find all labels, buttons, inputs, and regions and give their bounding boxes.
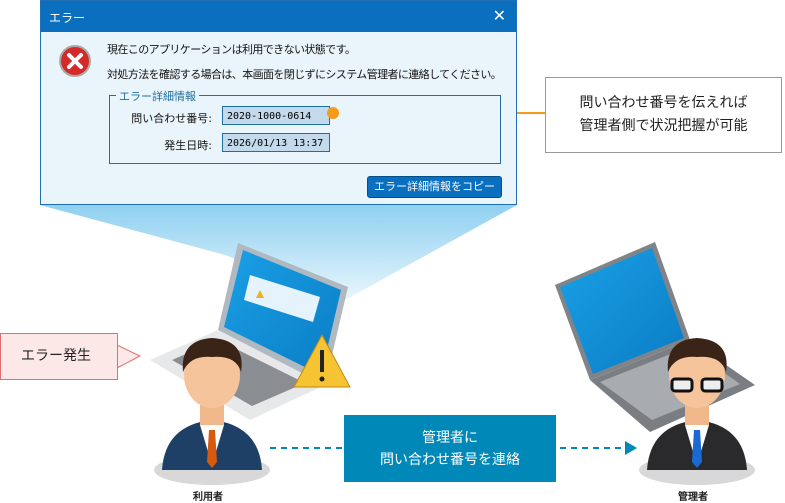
dialog-title: エラー xyxy=(49,11,86,25)
contact-admin-box: 管理者に 問い合わせ番号を連絡 xyxy=(344,415,556,482)
error-occurred-callout: エラー発生 xyxy=(0,333,118,380)
contact-line-2: 問い合わせ番号を連絡 xyxy=(380,452,520,468)
user-label: 利用者 xyxy=(193,492,223,503)
title-bar: エラー ✕ xyxy=(41,1,516,32)
callout-line-2: 管理者側で状況把握が可能 xyxy=(579,118,748,134)
admin-label: 管理者 xyxy=(678,492,708,503)
error-callout-pointer xyxy=(116,344,142,369)
admin-laptop-icon xyxy=(555,242,755,432)
occurred-at-label: 発生日時: xyxy=(164,139,212,152)
error-dialog: エラー ✕ 現在このアプリケーションは利用できない状態です。 対処方法を確認する… xyxy=(40,0,517,205)
inquiry-number-label: 問い合わせ番号: xyxy=(131,112,212,125)
error-icon xyxy=(59,45,91,77)
close-icon[interactable]: ✕ xyxy=(492,6,506,25)
light-beam xyxy=(40,205,517,300)
leader-dot-icon xyxy=(327,107,339,119)
admin-avatar-icon xyxy=(639,338,755,485)
error-message-1: 現在このアプリケーションは利用できない状態です。 xyxy=(107,43,356,56)
warning-icon xyxy=(293,333,351,388)
occurred-at-field[interactable]: 2026/01/13 13:37 xyxy=(222,133,330,152)
user-avatar-icon xyxy=(154,338,270,485)
callout-line-1: 問い合わせ番号を伝えれば xyxy=(579,95,748,111)
group-label: エラー詳細情報 xyxy=(116,88,199,104)
error-message-2: 対処方法を確認する場合は、本画面を閉じずにシステム管理者に連絡してください。 xyxy=(107,68,502,81)
copy-details-button[interactable]: エラー詳細情報をコピー xyxy=(367,176,502,198)
contact-line-1: 管理者に xyxy=(422,430,478,446)
arrow-head-icon xyxy=(625,441,637,455)
inquiry-number-field[interactable]: 2020-1000-0614 xyxy=(222,106,330,125)
info-callout: 問い合わせ番号を伝えれば 管理者側で状況把握が可能 xyxy=(545,77,782,153)
error-details-group: エラー詳細情報 問い合わせ番号: 2020-1000-0614 発生日時: 20… xyxy=(109,88,501,164)
